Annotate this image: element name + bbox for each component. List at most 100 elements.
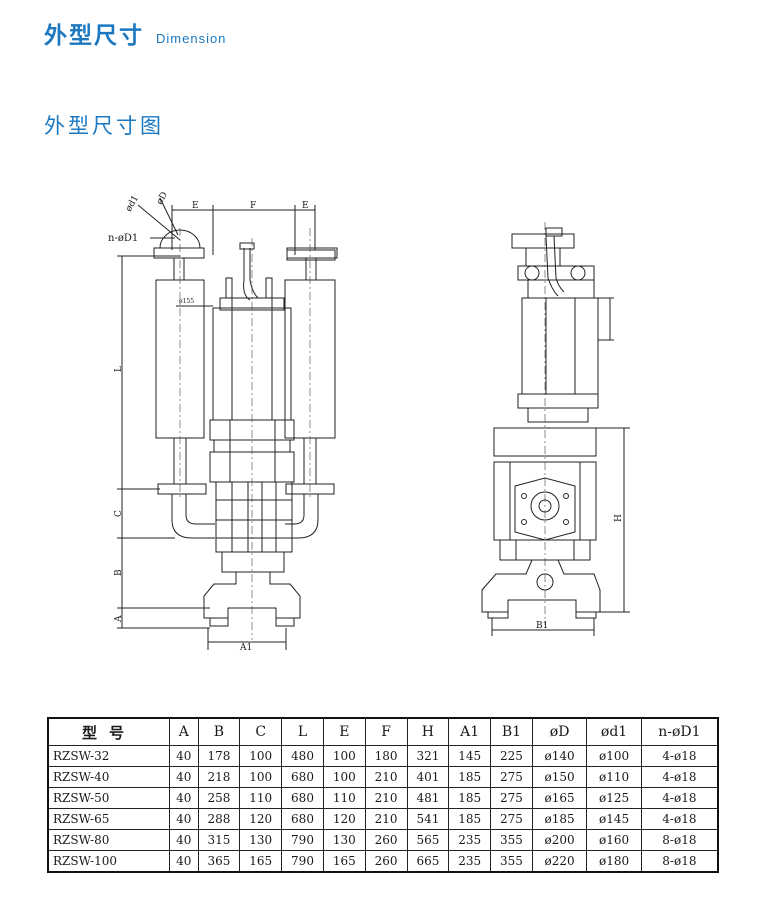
table-cell: ø185 [531, 808, 588, 830]
dimension-drawing: ød1 øD n-øD1 E F E ø155 L C B A A1 H B1 [108, 191, 630, 653]
table-cell: 210 [364, 787, 408, 809]
table-cell: 225 [490, 745, 533, 767]
table-cell: 120 [322, 808, 366, 830]
table-cell: 275 [490, 808, 533, 830]
label-F: F [250, 201, 256, 211]
table-cell: 315 [197, 829, 241, 851]
table-header-cell: F [364, 717, 408, 746]
table-cell: ø145 [586, 808, 642, 830]
table-header-cell: A1 [448, 717, 492, 746]
table-cell: 288 [197, 808, 241, 830]
table-header-cell: ød1 [586, 717, 642, 746]
label-D: øD [155, 191, 170, 207]
table-cell: 481 [406, 787, 450, 809]
table-cell: ø165 [531, 787, 588, 809]
model-cell: RZSW-40 [47, 766, 171, 788]
table-header-cell: E [322, 717, 366, 746]
table-cell: 4-ø18 [640, 787, 719, 809]
table-cell: 321 [406, 745, 450, 767]
table-cell: 790 [281, 850, 324, 873]
label-H: H [614, 514, 624, 522]
table-cell: ø150 [531, 766, 588, 788]
table-header-cell: C [239, 717, 283, 746]
label-A1: A1 [239, 643, 252, 653]
table-cell: 40 [169, 829, 199, 851]
table-cell: 185 [448, 787, 492, 809]
table-cell: 235 [448, 829, 492, 851]
section-title-cn: 外型尺寸 [44, 23, 144, 49]
table-cell: 145 [448, 745, 492, 767]
section-title-en: Dimension [156, 31, 227, 46]
table-header-cell: B [197, 717, 241, 746]
table-cell: 185 [448, 808, 492, 830]
table-cell: 185 [448, 766, 492, 788]
table-cell: 120 [239, 808, 283, 830]
table-header-cell: B1 [490, 717, 533, 746]
table-cell: 130 [239, 829, 283, 851]
table-cell: 100 [322, 766, 366, 788]
table-cell: 790 [281, 829, 324, 851]
table-cell: 480 [281, 745, 324, 767]
table-cell: 178 [197, 745, 241, 767]
table-cell: 165 [322, 850, 366, 873]
table-cell: 355 [490, 829, 533, 851]
table-cell: 40 [169, 766, 199, 788]
table-header-cell: A [169, 717, 199, 746]
table-cell: 130 [322, 829, 366, 851]
label-n-D1: n-øD1 [108, 233, 138, 244]
label-d1: ød1 [124, 194, 141, 214]
table-cell: 665 [406, 850, 450, 873]
table-cell: 110 [322, 787, 366, 809]
table-cell: 40 [169, 745, 199, 767]
label-B: B [114, 569, 124, 576]
table-cell: 40 [169, 808, 199, 830]
table-cell: ø200 [531, 829, 588, 851]
table-cell: 365 [197, 850, 241, 873]
table-cell: 401 [406, 766, 450, 788]
table-cell: 275 [490, 766, 533, 788]
table-cell: 218 [197, 766, 241, 788]
table-cell: 355 [490, 850, 533, 873]
model-cell: RZSW-50 [47, 787, 171, 809]
table-cell: 8-ø18 [640, 829, 719, 851]
section-header: 外型尺寸 Dimension [44, 16, 226, 50]
label-L: L [114, 366, 124, 372]
table-cell: ø110 [586, 766, 642, 788]
table-cell: 680 [281, 808, 324, 830]
table-cell: 210 [364, 766, 408, 788]
table-cell: 260 [364, 850, 408, 873]
table-cell: ø140 [531, 745, 588, 767]
table-header-cell: øD [531, 717, 588, 746]
table-cell: 100 [322, 745, 366, 767]
table-cell: 275 [490, 787, 533, 809]
table-cell: ø180 [586, 850, 642, 873]
table-cell: 4-ø18 [640, 745, 719, 767]
label-C: C [114, 510, 124, 517]
table-cell: 565 [406, 829, 450, 851]
table-cell: 110 [239, 787, 283, 809]
table-cell: 258 [197, 787, 241, 809]
table-cell: 100 [239, 766, 283, 788]
label-E-left: E [192, 201, 199, 211]
table-cell: 680 [281, 787, 324, 809]
label-A: A [114, 615, 124, 623]
table-cell: 40 [169, 850, 199, 873]
table-cell: 100 [239, 745, 283, 767]
table-cell: 260 [364, 829, 408, 851]
model-cell: RZSW-32 [47, 745, 171, 767]
model-cell: RZSW-65 [47, 808, 171, 830]
table-header-cell: L [281, 717, 324, 746]
table-cell: 680 [281, 766, 324, 788]
table-header-cell: 型号 [47, 717, 171, 746]
table-cell: 40 [169, 787, 199, 809]
table-header-cell: n-øD1 [640, 717, 719, 746]
table-cell: ø125 [586, 787, 642, 809]
